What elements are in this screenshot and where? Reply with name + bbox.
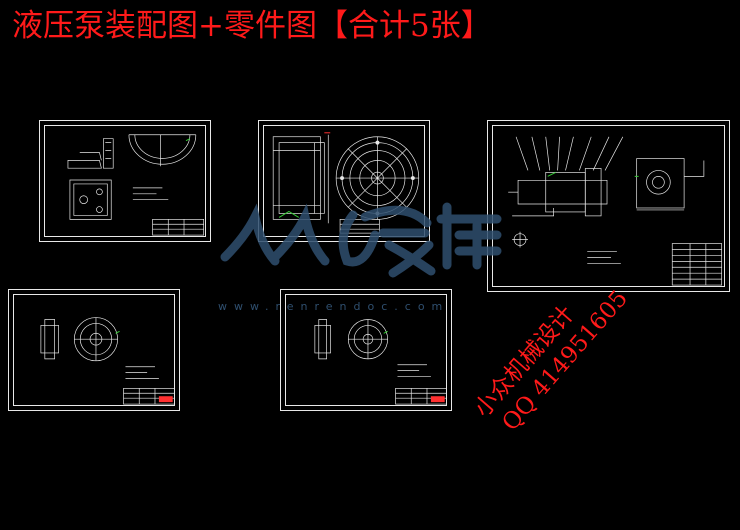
housing-views-drawing [67, 134, 205, 236]
sheet-inner-frame [44, 125, 206, 237]
drawing-sheet-assembly[interactable] [487, 120, 730, 292]
assembly-drawing [508, 136, 723, 286]
sheet-inner-frame [492, 125, 725, 287]
gear-part-drawing [314, 319, 447, 405]
watermark-url: www.renrendoc.com [218, 300, 450, 313]
gear-part-drawing [40, 317, 176, 405]
drawing-sheet-gear-1[interactable] [8, 289, 180, 411]
sheet-inner-frame [285, 294, 447, 406]
drawing-sheet-gear-2[interactable] [280, 289, 452, 411]
page-title: 液压泵装配图+零件图【合计5张】 [12, 8, 492, 44]
watermark-logo [220, 202, 502, 278]
drawing-sheet-housing[interactable] [39, 120, 211, 242]
section-end-plate-drawing [272, 132, 420, 234]
sheet-inner-frame [13, 294, 175, 406]
